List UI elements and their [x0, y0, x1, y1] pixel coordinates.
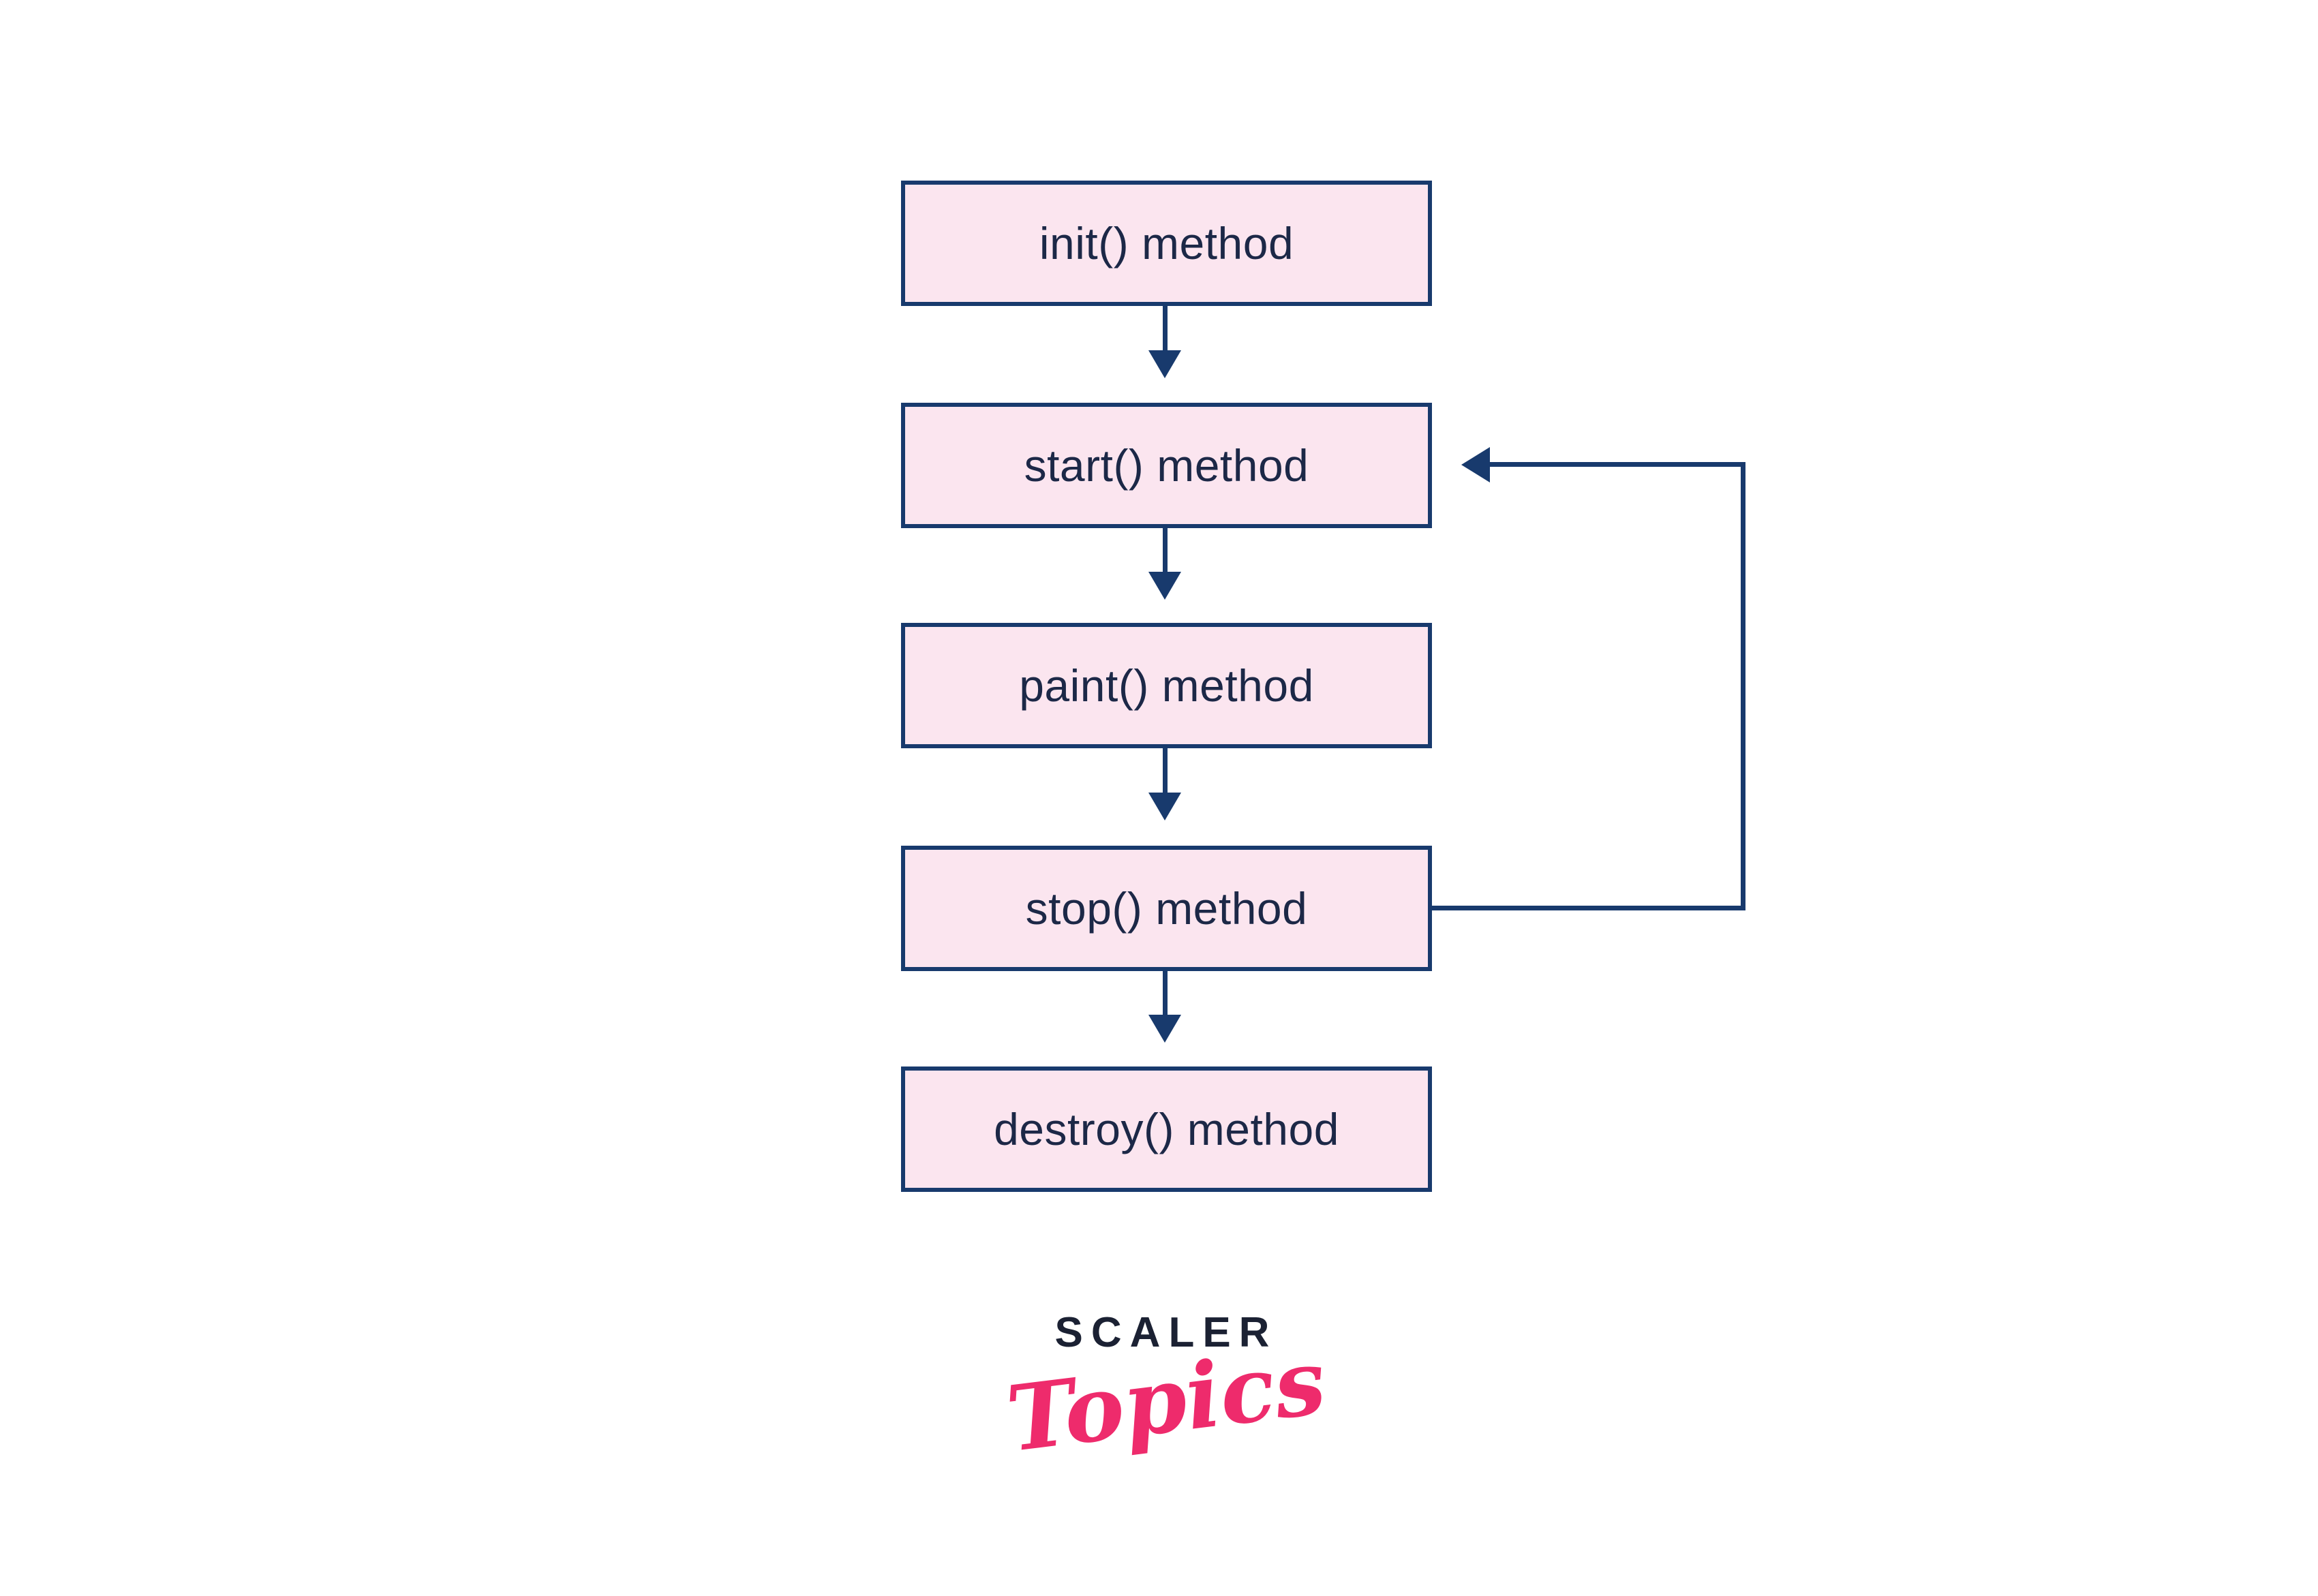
loop-edge-bottom	[1432, 906, 1745, 910]
flow-node-destroy: destroy() method	[901, 1066, 1432, 1192]
edge-init-start-line	[1163, 306, 1168, 352]
loop-edge-vertical	[1741, 462, 1745, 910]
flow-node-start: start() method	[901, 403, 1432, 528]
arrow-down-icon	[1148, 1015, 1181, 1043]
edge-start-paint-line	[1163, 527, 1168, 574]
flow-node-init-label: init() method	[1039, 218, 1294, 268]
flow-node-paint-label: paint() method	[1019, 660, 1314, 711]
flow-node-start-label: start() method	[1024, 440, 1309, 491]
scaler-wordmark: SCALER	[1054, 1309, 1278, 1356]
edge-paint-stop-line	[1163, 748, 1168, 795]
flow-node-paint: paint() method	[901, 623, 1432, 748]
arrow-down-icon	[1148, 793, 1181, 820]
scaler-topics-logo: SCALER Topics	[962, 1308, 1371, 1473]
arrow-left-icon	[1461, 447, 1490, 482]
arrow-down-icon	[1148, 572, 1181, 600]
arrow-down-icon	[1148, 350, 1181, 378]
flow-node-stop: stop() method	[901, 846, 1432, 971]
flow-node-init: init() method	[901, 181, 1432, 306]
edge-stop-destroy-line	[1163, 970, 1168, 1017]
loop-edge-top	[1489, 462, 1745, 467]
flow-node-destroy-label: destroy() method	[994, 1104, 1339, 1154]
flow-node-stop-label: stop() method	[1025, 883, 1308, 934]
